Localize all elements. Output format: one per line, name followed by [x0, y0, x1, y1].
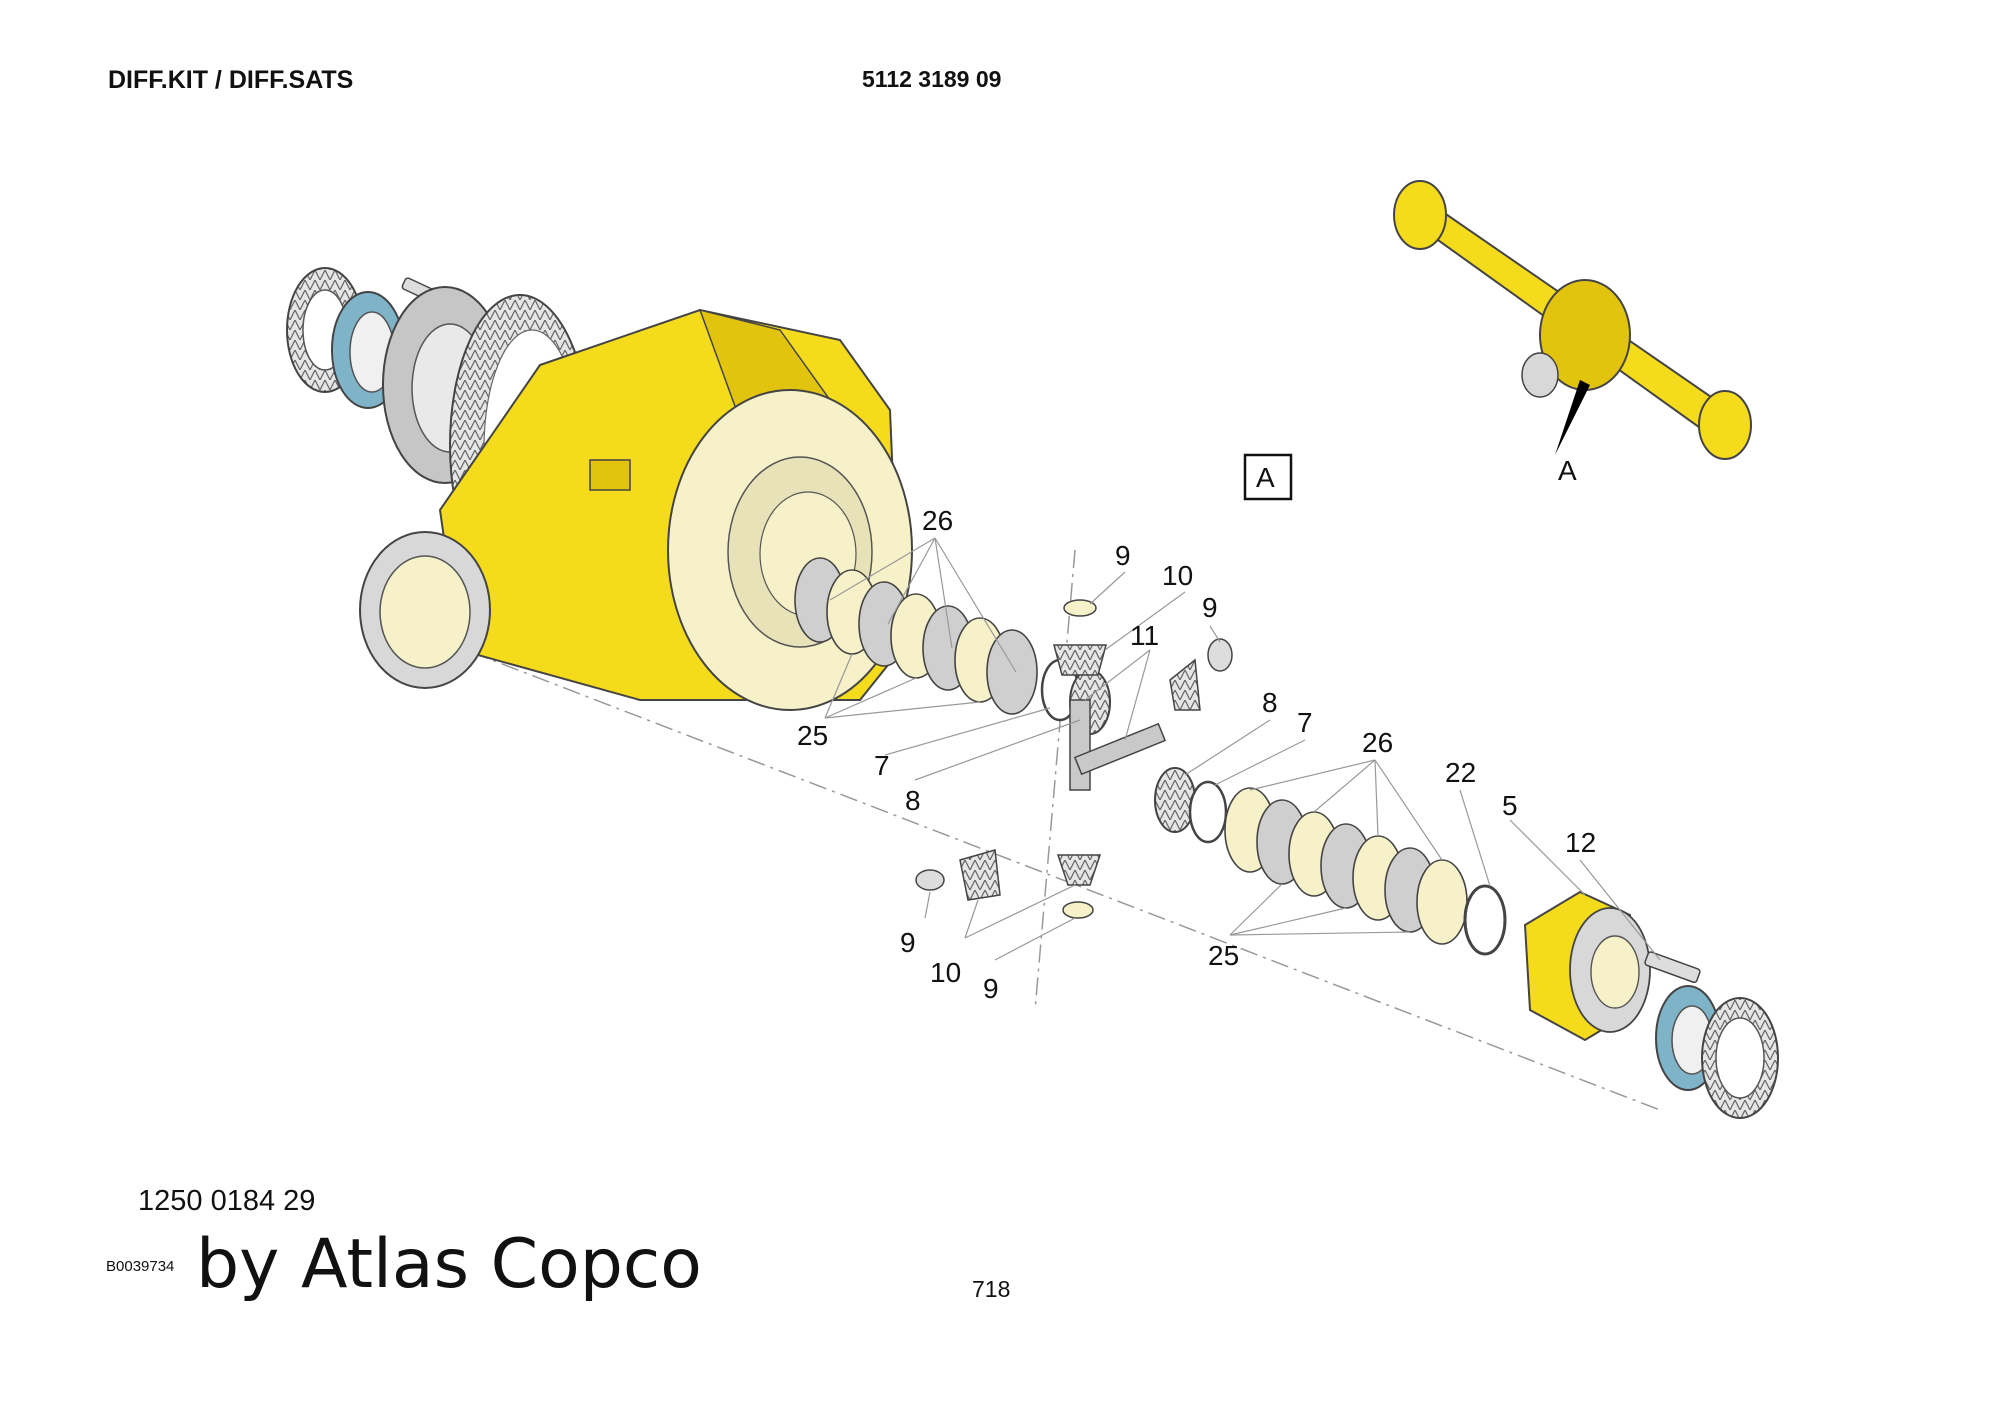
callout-11: 11: [1130, 620, 1159, 651]
page-number: 718: [972, 1276, 1011, 1302]
thrust-ring-right: [1188, 780, 1228, 844]
kit-number: 1250 0184 29: [138, 1185, 316, 1217]
pinion-axis: [1034, 549, 1076, 1011]
adjusting-nut-right: [1701, 997, 1779, 1119]
o-ring: [1463, 884, 1507, 956]
view-label-box: [1243, 453, 1293, 501]
view-label: A: [1256, 462, 1275, 493]
center-axis: [439, 639, 1661, 1111]
disc-pack-right: [1224, 787, 1468, 945]
disc-pack-left: [794, 557, 1038, 715]
callout-25: 25: [1208, 940, 1239, 971]
exploded-view-figure: A A 26 25 7 8 9: [140, 180, 1860, 1230]
callout-5: 5: [1502, 790, 1518, 821]
callout-22: 22: [1445, 757, 1476, 788]
brand-caption: by Atlas Copco: [196, 1225, 702, 1304]
spider-assembly: [915, 599, 1233, 919]
document-title: DIFF.KIT / DIFF.SATS: [108, 66, 354, 94]
view-pointer-arrow: [1555, 380, 1590, 455]
callout-8: 8: [1262, 687, 1278, 718]
callout-8: 8: [905, 785, 921, 816]
leader-lines: [824, 537, 1661, 961]
callout-26: 26: [922, 505, 953, 536]
part-number: 5112 3189 09: [862, 66, 1002, 92]
callout-9: 9: [1115, 540, 1131, 571]
callout-9: 9: [983, 973, 999, 1004]
callout-25: 25: [797, 720, 828, 751]
callout-9: 9: [900, 927, 916, 958]
callout-10: 10: [930, 957, 961, 988]
exploded-view-drawing: A A 26 25 7 8 9: [286, 180, 1779, 1119]
side-gear-right: [1154, 767, 1196, 833]
callout-12: 12: [1565, 827, 1596, 858]
callout-7: 7: [1297, 707, 1313, 738]
callout-9: 9: [1202, 592, 1218, 623]
axle-view-label: A: [1558, 455, 1577, 486]
callout-10: 10: [1162, 560, 1193, 591]
callout-26: 26: [1362, 727, 1393, 758]
case-screw: [1644, 951, 1701, 984]
axle-overview-inset: [1393, 180, 1752, 460]
drawing-number: B0039734: [106, 1258, 175, 1275]
differential-case-half: [1523, 890, 1651, 1042]
callout-7: 7: [874, 750, 890, 781]
